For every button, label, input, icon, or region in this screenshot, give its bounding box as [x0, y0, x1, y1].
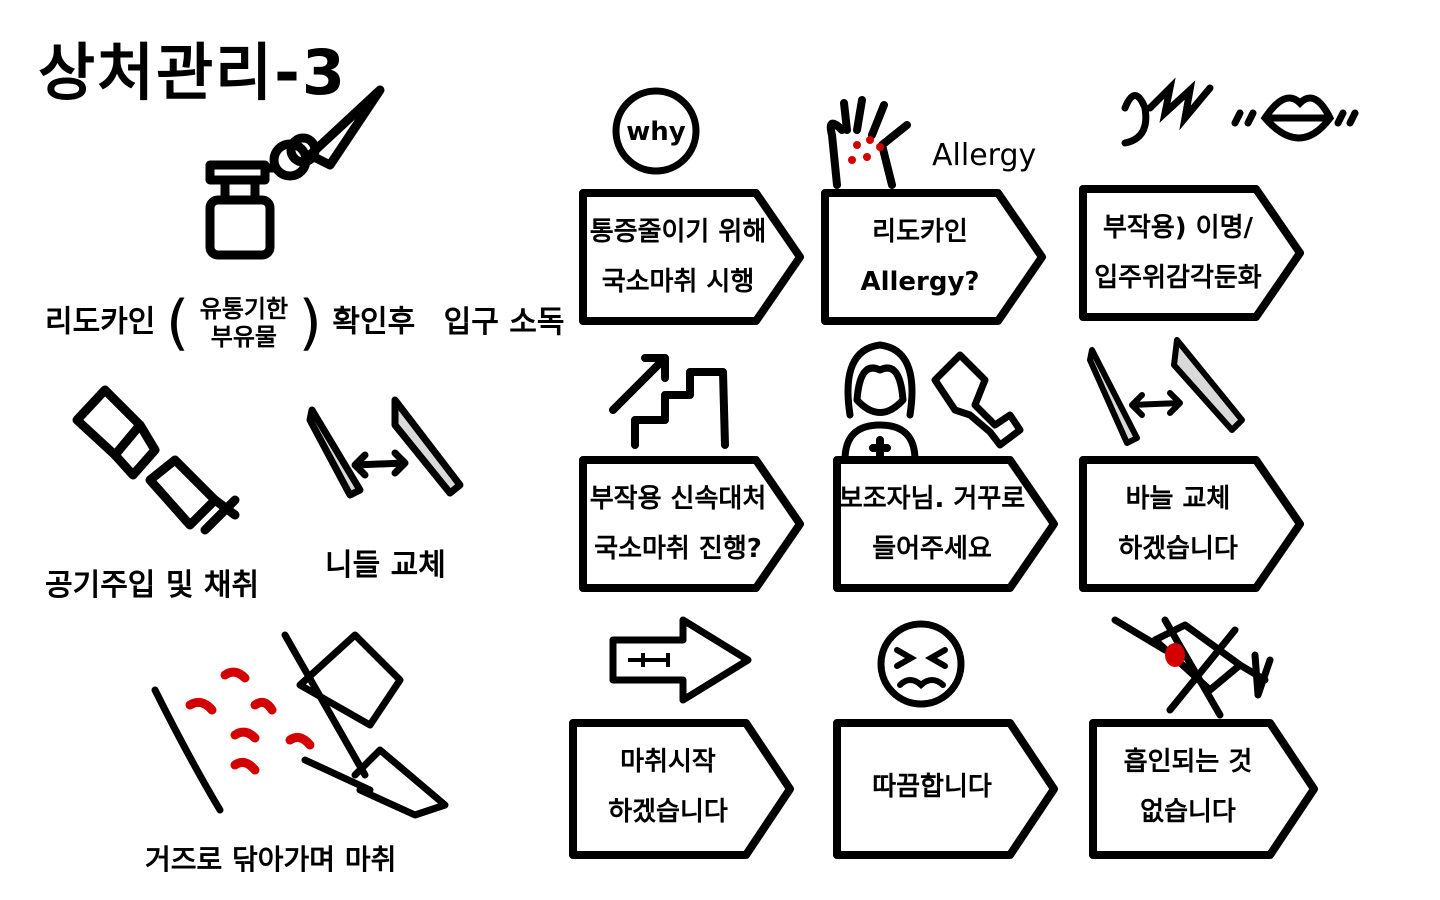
page-title: 상처관리-3 — [38, 36, 348, 109]
needle-swap-icon-small — [1087, 337, 1245, 446]
paren-open: ( — [165, 288, 190, 358]
sign-line1: 리도카인 — [872, 217, 968, 247]
pentagon-sign-shape — [821, 189, 1046, 325]
pentagon-sign-shape — [569, 719, 794, 859]
disinfect-label: 입구 소독 — [443, 304, 565, 340]
sign-line1: 통증줄이기 위해 — [589, 217, 767, 247]
step-air-inject: 공기주입 및 채취 — [45, 568, 260, 603]
sign-line1: 바늘 교체 — [1125, 484, 1231, 514]
spray-bottle-icon — [205, 85, 385, 260]
pentagon-sign-shape — [1079, 185, 1304, 321]
vial-syringe-icon — [72, 385, 240, 535]
step-lidocaine-check: 리도카인 ( 유통기한 부유물 ) 확인후 입구 소독 — [45, 288, 565, 358]
syringe-arrow-icon — [609, 616, 752, 704]
no-aspiration-icon — [1111, 616, 1274, 719]
allergic-hand-icon — [826, 96, 911, 189]
sign-line1: 흡인되는 것 — [1123, 747, 1253, 777]
sign-line1: 보조자님. 거꾸로 — [838, 484, 1026, 514]
needle-swap-icon — [306, 396, 464, 499]
wincing-face-icon — [877, 620, 965, 708]
sign-line2: 들어주세요 — [872, 534, 992, 564]
step-needle-change: 니들 교체 — [325, 548, 446, 583]
lidocaine-label: 리도카인 — [45, 304, 156, 340]
paren-close: ) — [298, 288, 322, 358]
sign-line1: 부작용 신속대처 — [589, 484, 767, 514]
sign-line2: 국소마취 진행? — [594, 534, 762, 564]
sign-line1: 마취시작 — [620, 747, 716, 777]
why-circle-icon: why — [612, 87, 700, 175]
expiry-label: 유통기한 — [199, 295, 289, 323]
sign-line2: 국소마취 시행 — [601, 267, 755, 297]
sign-sting: 따끔합니다 — [832, 718, 1060, 859]
sign-line2: 입주위감각둔화 — [1094, 263, 1262, 293]
pentagon-sign-shape — [579, 189, 804, 325]
after-check-label: 확인후 — [332, 304, 416, 340]
pentagon-sign-shape — [1089, 719, 1318, 859]
pentagon-sign-shape — [579, 456, 804, 592]
sign-line1: 부작용) 이명/ — [1102, 213, 1254, 243]
sign-line1: 따끔합니다 — [872, 772, 992, 802]
sign-line2: 하겠습니다 — [608, 797, 728, 827]
pentagon-sign-shape — [833, 719, 1058, 859]
sign-line2: 하겠습니다 — [1118, 534, 1238, 564]
sign-line2: 없습니다 — [1140, 797, 1236, 827]
tinnitus-lips-icon — [1121, 77, 1359, 147]
sign-allergy-check: 리도카인 Allergy? — [820, 188, 1048, 326]
sign-side-effects: 부작용) 이명/입주위감각둔화 — [1078, 184, 1306, 322]
sign-line2: Allergy? — [860, 267, 980, 297]
stairs-up-icon — [609, 354, 729, 449]
pentagon-sign-shape — [833, 456, 1058, 592]
gauze-wipe-icon — [151, 631, 449, 819]
step-gauze-anesthesia: 거즈로 닦아가며 마취 — [145, 843, 397, 876]
assistant-vial-icon — [841, 341, 1024, 464]
precipitate-label: 부유물 — [210, 323, 278, 351]
allergy-label: Allergy — [932, 138, 1037, 173]
pentagon-sign-shape — [1079, 456, 1304, 592]
why-label: why — [626, 117, 686, 147]
